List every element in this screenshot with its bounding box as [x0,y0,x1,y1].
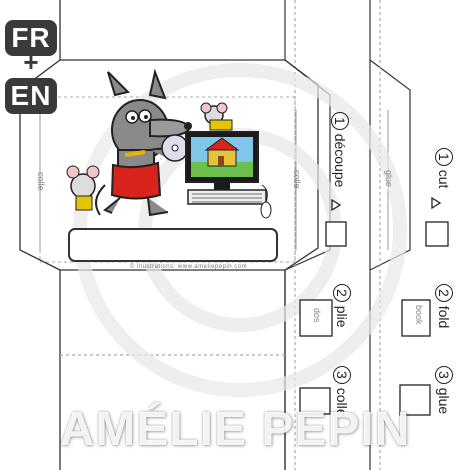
en-step-2: 2 fold [435,284,453,329]
computer-illustration [185,131,272,219]
fr-step-1: 1 découpe [331,112,349,188]
en-step-1-label: cut [436,169,452,189]
en-step-3-number: 3 [435,366,453,384]
right-glue-label: glue [384,170,394,188]
right-card-outline [369,0,411,470]
watermark-text: AMÉLIE PEPIN [59,403,411,456]
fr-step-1-label: découpe [332,133,348,188]
en-step-2-number: 2 [435,284,453,302]
fr-step-1-number: 1 [331,112,349,130]
illustration-credit: © illustrations: www.ameliepepin.com [130,264,248,270]
en-book-label: book [414,305,424,325]
language-badge-en: EN [5,78,57,114]
fr-step-2: 2 plie [333,284,351,328]
fr-book-label: dos [312,308,322,323]
wolf-illustration [95,68,192,217]
en-step-1-number: 1 [435,148,453,166]
fr-step-2-number: 2 [333,284,351,302]
language-badge-fr: FR [5,20,57,56]
en-step-1: 1 cut [435,148,453,189]
cd-disc [161,134,189,162]
left-glue-label: colle [36,172,46,191]
mouse-character-left [66,165,100,211]
main-card-outline [19,0,319,470]
fr-step-3-number: 3 [333,366,351,384]
en-step-2-label: fold [436,305,452,329]
right-instruction-icons [399,196,449,416]
middle-instruction-icons [299,198,347,415]
plus-sign: + [23,47,39,77]
middle-glue-label: colle [292,170,302,189]
name-label-box [68,228,278,262]
fr-step-2-label: plie [334,305,350,328]
mouse-character-top [200,102,233,131]
